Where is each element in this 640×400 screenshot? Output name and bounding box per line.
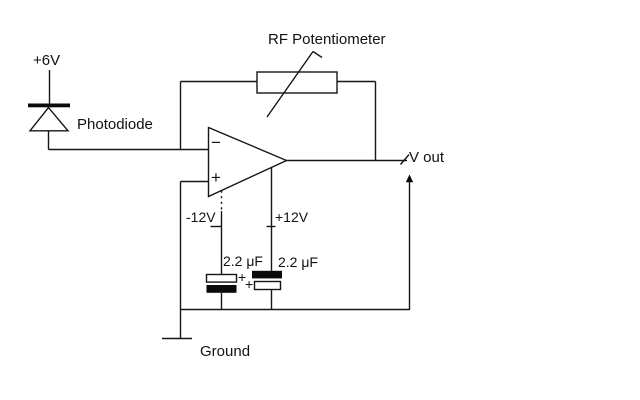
potentiometer-wiper-tick <box>312 50 323 59</box>
cap-left-plate-bottom <box>206 285 237 293</box>
cap-right-plate-top <box>252 270 282 279</box>
supply-6v-label: +6V <box>33 52 61 69</box>
potentiometer-wiper-arrow <box>266 51 314 118</box>
cap-left-value-label: 2.2 μF <box>223 253 263 269</box>
photodiode-label: Photodiode <box>77 116 153 133</box>
cap-right-polarity-mark: + <box>245 276 254 292</box>
cap-right-plate-bottom <box>253 280 282 291</box>
opamp-triangle <box>207 126 289 198</box>
pos-12v-label: +12V <box>275 209 309 225</box>
potentiometer-body <box>256 71 338 94</box>
neg-12v-label: -12V <box>186 209 216 225</box>
photodiode-triangle <box>28 106 70 132</box>
vout-label: V out <box>409 149 445 166</box>
output-arrow-tick <box>399 154 410 165</box>
ground-label: Ground <box>200 343 251 360</box>
cap-right-value-label: 2.2 μF <box>278 254 318 270</box>
opamp-plus-symbol: + <box>211 168 221 187</box>
vout-sense-arrowhead <box>405 174 414 183</box>
rf-potentiometer-label: RF Potentiometer <box>268 31 386 48</box>
cap-left-plate-top <box>205 273 238 283</box>
opamp-minus-symbol: − <box>211 133 221 152</box>
cap-left-polarity-mark: + <box>238 269 247 285</box>
photodiode-cathode-bar <box>28 103 70 108</box>
